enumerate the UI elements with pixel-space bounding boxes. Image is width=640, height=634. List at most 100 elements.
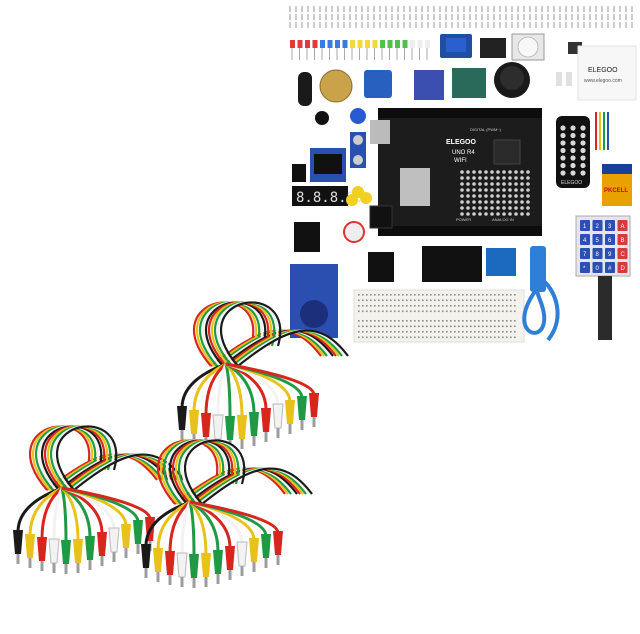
rtc-module: [452, 68, 486, 98]
breadboard-hole: [490, 299, 492, 302]
breadboard-hole: [366, 320, 368, 322]
breadboard-hole: [446, 331, 448, 333]
breadboard-hole: [418, 331, 420, 333]
box-brand-text: ELEGOO: [588, 67, 618, 74]
breadboard-hole: [386, 325, 388, 328]
breadboard-hole: [458, 294, 460, 296]
breadboard-hole: [398, 294, 400, 296]
matrix-led: [526, 200, 530, 204]
breadboard-hole: [382, 294, 384, 296]
breadboard-hole: [498, 305, 500, 307]
led: [335, 40, 340, 48]
breadboard-hole: [514, 336, 516, 339]
matrix-led: [496, 170, 500, 174]
clip-jaw: [40, 561, 44, 571]
matrix-led: [508, 212, 512, 216]
matrix-led: [466, 206, 470, 210]
alligator-clip: [213, 550, 223, 574]
led: [327, 40, 333, 48]
keypad-key-label: *: [583, 266, 586, 272]
matrix-led: [526, 176, 530, 180]
relay-module: [440, 34, 472, 58]
fan-blade: [346, 186, 372, 206]
keypad-key-label: C: [621, 252, 626, 258]
keypad-key-label: 2: [596, 224, 600, 230]
breadboard-hole: [366, 299, 368, 302]
breadboard-hole: [366, 310, 368, 313]
breadboard-hole: [410, 325, 412, 328]
breadboard-hole: [386, 305, 388, 307]
breadboard-hole: [362, 325, 364, 328]
breadboard-hole: [494, 331, 496, 333]
usb-cable-coil: [522, 277, 560, 342]
breadboard-hole: [358, 325, 360, 328]
breadboard-hole: [478, 336, 480, 339]
matrix-led: [478, 200, 482, 204]
alligator-clip: [165, 551, 175, 575]
breadboard-hole: [466, 305, 468, 307]
breadboard-hole: [466, 331, 468, 333]
breadboard-hole: [510, 331, 512, 333]
breadboard-hole: [510, 305, 512, 307]
breadboard-hole: [418, 310, 420, 313]
clip-jaw: [312, 417, 316, 427]
breadboard-hole: [402, 305, 404, 307]
wifi-module: [400, 168, 430, 206]
breadboard-hole: [390, 325, 392, 328]
breadboard-hole: [426, 320, 428, 322]
breadboard-hole: [486, 305, 488, 307]
breadboard-hole: [398, 310, 400, 313]
matrix-led: [496, 176, 500, 180]
ir-receiver-module: [294, 222, 320, 252]
breadboard-hole: [382, 331, 384, 333]
breadboard-hole: [478, 331, 480, 333]
matrix-led: [460, 176, 464, 180]
breadboard-hole: [422, 305, 424, 307]
matrix-led: [520, 194, 524, 198]
matrix-led: [526, 194, 530, 198]
breadboard-hole: [398, 299, 400, 302]
alligator-clip: [225, 546, 235, 570]
stepper-motor: [319, 69, 353, 103]
breadboard-hole: [366, 294, 368, 296]
breadboard-hole: [362, 320, 364, 322]
alligator-clip: [273, 531, 283, 555]
breadboard-hole: [494, 336, 496, 339]
breadboard-hole: [390, 336, 392, 339]
breadboard-hole: [470, 320, 472, 322]
breadboard-hole: [510, 294, 512, 296]
breadboard-hole: [438, 299, 440, 302]
keypad-key: [617, 248, 628, 259]
keypad-key: [605, 248, 615, 259]
matrix-led: [460, 182, 464, 186]
breadboard-hole: [438, 305, 440, 307]
remote-button: [580, 140, 586, 146]
matrix-led: [514, 176, 518, 180]
breadboard-hole: [386, 299, 388, 302]
keypad-key: [617, 234, 628, 245]
board-brand-text: ELEGOO: [446, 139, 477, 146]
breadboard-hole: [458, 305, 460, 307]
matrix-led: [460, 212, 464, 216]
clip-wire: [216, 363, 228, 418]
ir-remote: ELEGOO: [556, 116, 590, 188]
breadboard-hole: [430, 299, 432, 302]
breadboard-hole: [386, 310, 388, 313]
clip-jaw: [156, 572, 160, 582]
breadboard-hole: [470, 294, 472, 296]
remote-button: [570, 140, 576, 146]
breadboard-hole: [414, 305, 416, 307]
breadboard-hole: [462, 325, 464, 328]
matrix-led: [514, 170, 518, 174]
breadboard-hole: [430, 325, 432, 328]
ultrasonic-eye-2: [353, 155, 363, 165]
breadboard-hole: [502, 299, 504, 302]
keypad-key: [605, 220, 615, 231]
breadboard-hole: [514, 320, 516, 322]
matrix-led: [478, 206, 482, 210]
breadboard-hole: [514, 331, 516, 333]
matrix-led: [472, 206, 476, 210]
clip-jaw: [204, 577, 208, 587]
led: [425, 40, 430, 48]
